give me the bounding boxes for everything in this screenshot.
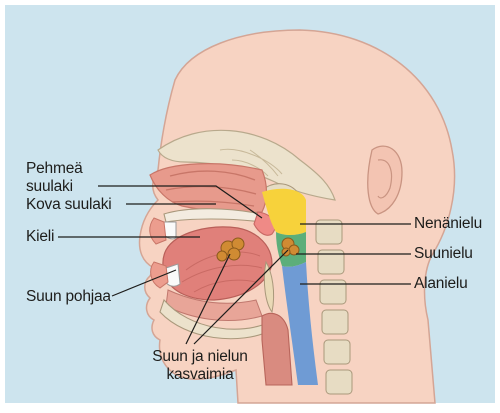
label-floor-of-mouth: Suun pohjaa (26, 288, 111, 306)
label-tongue: Kieli (26, 228, 54, 246)
label-soft-palate-line2: suulaki (26, 178, 73, 196)
label-tumors-line1: Suun ja nielun (130, 348, 270, 366)
label-hypopharynx: Alanielu (414, 275, 468, 293)
label-oropharynx: Suunielu (414, 245, 473, 263)
lower-teeth (166, 264, 180, 286)
label-soft-palate-line1: Pehmeä (26, 160, 83, 178)
label-nasopharynx: Nenänielu (414, 215, 482, 233)
label-hard-palate: Kova suulaki (26, 196, 111, 214)
label-tumors-line2: kasvaimia (130, 366, 270, 384)
